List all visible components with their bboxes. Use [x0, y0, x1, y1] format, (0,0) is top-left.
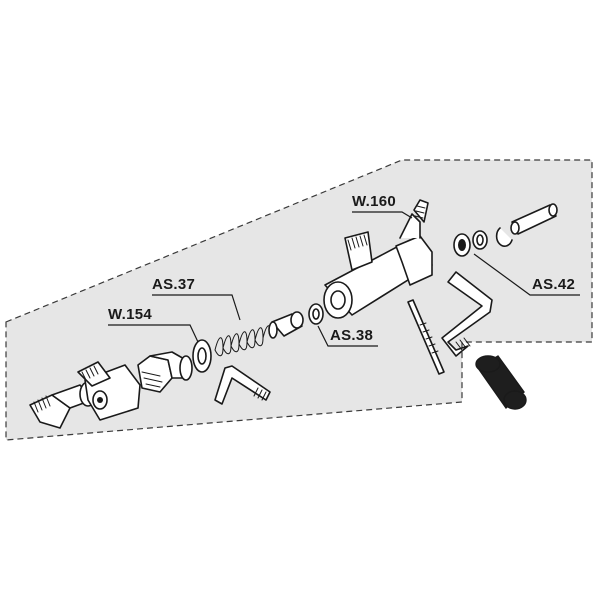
- label-w160: W.160: [352, 193, 413, 219]
- pin: [510, 203, 558, 235]
- bent-tube-lower: [214, 365, 271, 405]
- svg-text:AS.37: AS.37: [152, 276, 195, 293]
- label-as38: AS.38: [317, 325, 378, 347]
- svg-text:AS.42: AS.42: [532, 276, 575, 293]
- label-w154: W.154: [108, 306, 199, 343]
- valve-body: [323, 213, 433, 319]
- bolt-pin: [413, 199, 429, 223]
- circlip: [495, 227, 513, 247]
- spring: [214, 325, 272, 357]
- threaded-rod: [407, 299, 445, 375]
- label-as42: AS.42: [473, 253, 580, 296]
- svg-text:W.154: W.154: [108, 306, 152, 323]
- svg-text:W.160: W.160: [352, 193, 396, 210]
- lever-handle: [441, 271, 493, 357]
- ring-washer: [453, 233, 471, 257]
- svg-text:AS.38: AS.38: [330, 327, 373, 344]
- washer: [192, 339, 212, 373]
- black-knob: [475, 355, 527, 410]
- small-ring: [472, 230, 488, 250]
- plunger: [268, 311, 304, 339]
- hex-nut-union: [137, 351, 193, 393]
- o-ring: [308, 303, 324, 325]
- tee-fitting: [77, 361, 141, 421]
- label-as37: AS.37: [152, 276, 241, 321]
